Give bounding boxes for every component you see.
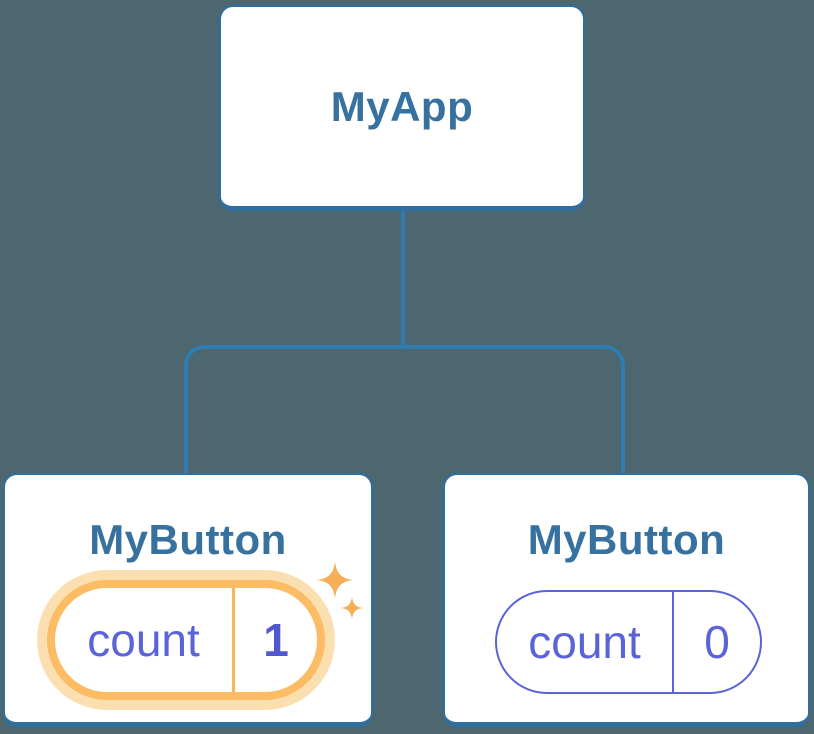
left-node-label: MyButton <box>89 516 287 563</box>
state-key-label: count <box>528 616 641 668</box>
state-value: 1 <box>263 614 289 666</box>
component-node-button-left: MyButton count 1 <box>3 473 373 727</box>
sparkle-icon <box>317 562 353 598</box>
component-node-button-right: MyButton count 0 <box>443 473 810 727</box>
state-badge-divider <box>672 592 674 692</box>
right-node-label: MyButton <box>527 516 726 563</box>
state-badge-highlighted: count 1 <box>47 580 325 700</box>
sparkle-icon <box>341 597 363 619</box>
root-node-label: MyApp <box>330 82 474 130</box>
connector-stem <box>401 211 405 345</box>
state-badge: count 0 <box>495 590 762 694</box>
state-badge-divider <box>232 588 235 692</box>
state-value: 0 <box>704 616 730 668</box>
component-node-root: MyApp <box>219 5 585 211</box>
state-key-label: count <box>87 614 200 666</box>
connector-branches <box>184 345 625 473</box>
